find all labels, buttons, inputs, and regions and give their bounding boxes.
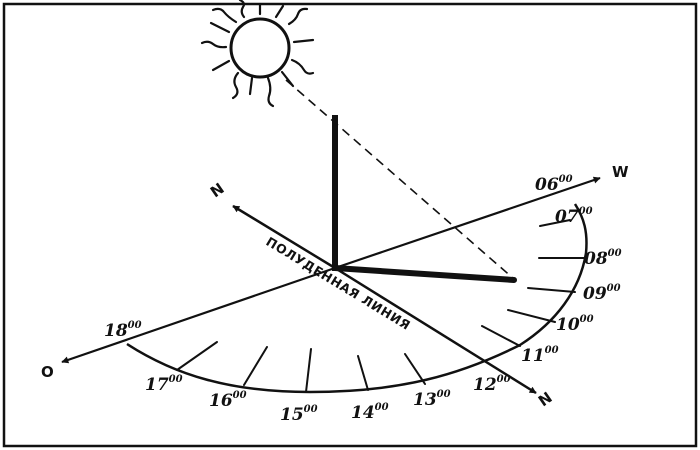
hour-label-10: 1000 (556, 314, 594, 335)
tick-16 (243, 346, 268, 386)
sun-ray-dashed-line (285, 79, 515, 280)
hour-label-09: 0900 (583, 283, 621, 304)
tick-17 (176, 341, 218, 371)
west-line (334, 176, 601, 270)
hour-label-14: 1400 (351, 402, 389, 423)
noon-line-south (334, 266, 537, 395)
hour-label-12: 1200 (473, 374, 511, 395)
tick-13 (404, 353, 426, 385)
east-line (61, 266, 336, 364)
north-label-bottom: N (535, 388, 556, 410)
hour-label-13: 1300 (413, 389, 451, 410)
hour-labels: 0600 0700 0800 0900 1000 1100 1200 1300 1400 1500… (104, 174, 622, 425)
sun-icon (200, 0, 315, 108)
hour-label-15: 1500 (280, 404, 318, 425)
hour-label-06: 0600 (535, 174, 573, 195)
hour-label-07: 0700 (555, 206, 593, 227)
gnomon-shadow (332, 265, 517, 283)
north-label-top: N (207, 179, 228, 201)
hour-ticks (176, 219, 585, 393)
hour-label-16: 1600 (209, 390, 247, 411)
hour-label-18: 1800 (104, 320, 142, 341)
tick-15 (305, 348, 312, 393)
east-label: O (41, 363, 54, 381)
hour-label-11: 1100 (521, 345, 559, 366)
hour-label-17: 1700 (145, 374, 183, 395)
tick-10 (507, 309, 556, 323)
west-label: W (612, 163, 629, 181)
hour-ring-arc (126, 203, 588, 394)
tick-14 (357, 355, 369, 391)
tick-09 (527, 287, 576, 293)
tick-07 (539, 219, 571, 227)
hour-label-08: 0800 (584, 248, 622, 269)
noon-line (232, 204, 336, 270)
tick-11 (481, 325, 521, 347)
